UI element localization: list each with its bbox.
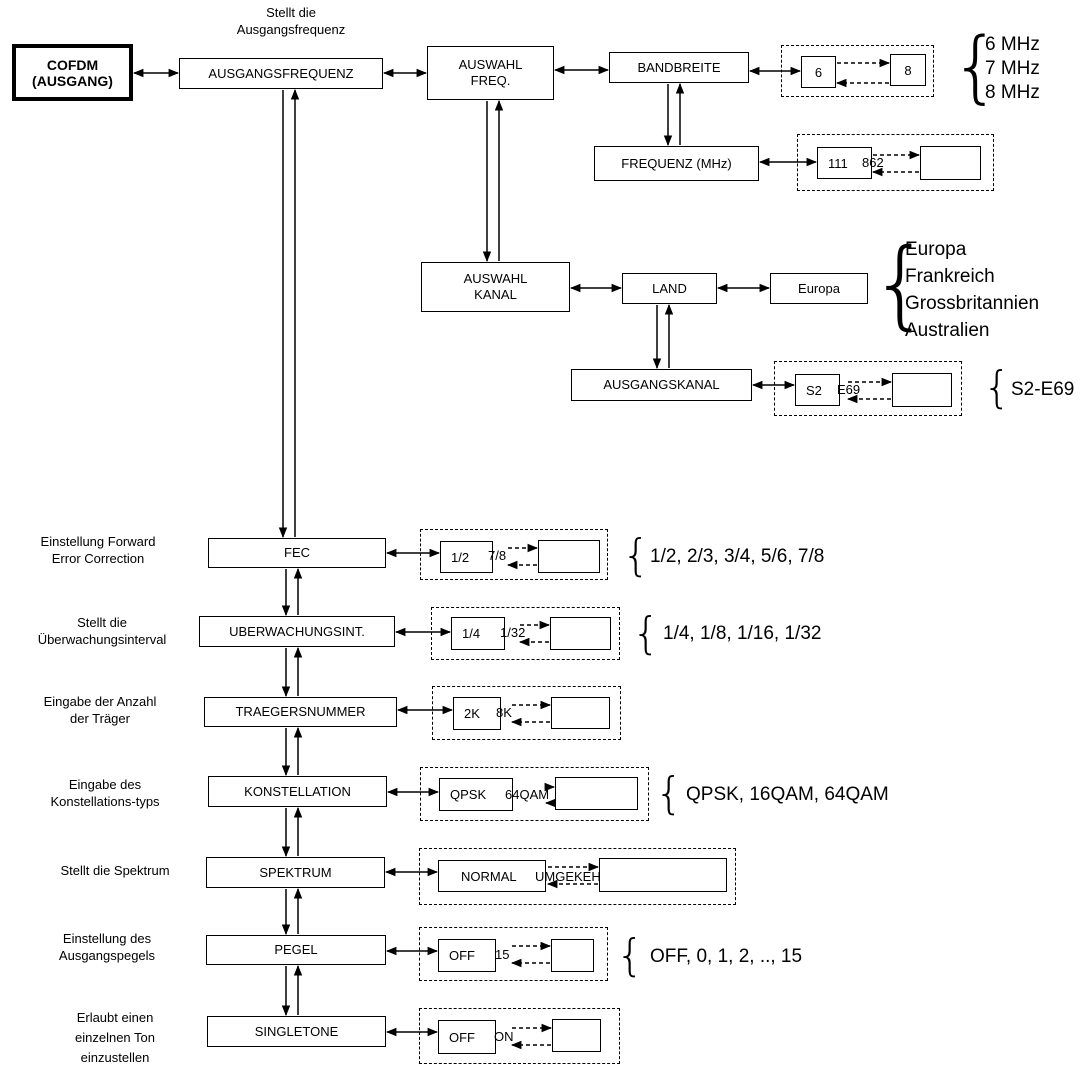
bandbreite-node[interactable]: BANDBREITE (609, 52, 749, 83)
ausgangskanal-selector (774, 361, 962, 416)
spektrum-description: Stellt die Spektrum (60, 863, 170, 878)
root-label-line1: COFDM (46, 56, 99, 73)
konstellation-node[interactable]: KONSTELLATION (208, 776, 387, 807)
europa-box[interactable]: Europa (770, 273, 868, 304)
spektrum-node[interactable]: SPEKTRUM (206, 857, 385, 888)
ausgangskanal-from-box[interactable]: S2 (795, 374, 840, 406)
pegel-description: Einstellung des Ausgangspegels (58, 931, 156, 963)
pegel-selector (419, 927, 608, 981)
konstellation-value-box[interactable] (555, 777, 638, 810)
ueberwachung-description: Stellt die Überwachungsinterval (37, 615, 167, 647)
pegel-options: OFF, 0, 1, 2, .., 15 (650, 946, 803, 967)
bandbreite-from-box[interactable]: 6 (801, 56, 836, 88)
singletone-from-box[interactable]: OFF (438, 1020, 496, 1054)
frequenz-selector (797, 134, 994, 191)
pegel-value-box[interactable] (551, 939, 594, 972)
spektrum-selector (419, 848, 736, 905)
bandbreite-to-box[interactable]: 8 (890, 54, 926, 86)
fec-options-brace: { (622, 530, 650, 581)
root-label-line2: (AUSGANG) (32, 72, 113, 89)
traeger-value-box[interactable] (551, 697, 610, 729)
ueberwachung-node[interactable]: UBERWACHUNGSINT. (199, 616, 395, 647)
konstellation-options-brace: { (655, 768, 683, 819)
fec-options: 1/2, 2/3, 3/4, 5/6, 7/8 (650, 546, 825, 567)
ueberwachung-from-box[interactable]: 1/4 (451, 617, 505, 650)
frequenz-from-box[interactable]: 111 (817, 147, 872, 179)
bandbreite-selector (781, 45, 934, 97)
fec-node[interactable]: FEC (208, 538, 386, 568)
ausgangsfrequenz-node[interactable]: AUSGANGSFREQUENZ (179, 58, 383, 89)
konstellation-options: QPSK, 16QAM, 64QAM (686, 784, 889, 805)
konstellation-selector (420, 767, 649, 821)
singletone-selector (419, 1008, 620, 1064)
ausgangskanal-options: S2-E69 (1011, 379, 1075, 400)
frequenz-to-label: 862 (862, 155, 884, 170)
land-options: Europa Frankreich Grossbritannien Austra… (905, 239, 1040, 341)
ausgangskanal-options-brace: { (983, 362, 1011, 413)
fec-value-box[interactable] (538, 540, 600, 573)
fec-to-label: 7/8 (488, 548, 507, 563)
fec-description: Einstellung Forward Error Correction (40, 534, 156, 566)
ausgangskanal-value-box[interactable] (892, 373, 952, 407)
konstellation-description: Eingabe des Konstellations-typs (50, 777, 160, 809)
singletone-description: Erlaubt einen einzelnen Ton einzustellen (75, 1010, 155, 1065)
traeger-to-label: 8K (496, 705, 512, 720)
konstellation-from-box[interactable]: QPSK (439, 778, 513, 811)
fec-from-box[interactable]: 1/2 (440, 541, 493, 573)
bandbreite-options: 6 MHz 7 MHz 8 MHz (985, 34, 1040, 103)
pegel-to-label: 15 (495, 947, 510, 962)
traeger-selector (432, 686, 621, 740)
singletone-node[interactable]: SINGLETONE (207, 1016, 386, 1047)
frequenz-node[interactable]: FREQUENZ (MHz) (594, 146, 759, 181)
ueberwachung-options: 1/4, 1/8, 1/16, 1/32 (663, 623, 822, 644)
ueberwachung-selector (431, 607, 620, 660)
pegel-from-box[interactable]: OFF (438, 939, 496, 972)
ausgangskanal-to-label: E69 (837, 382, 861, 397)
land-options-brace: { (870, 228, 932, 340)
ueberwachung-options-brace: { (632, 608, 660, 659)
auswahl-freq-node[interactable]: AUSWAHL FREQ. (427, 46, 554, 100)
traeger-node[interactable]: TRAEGERSNUMMER (204, 697, 397, 727)
cofdm-ausgang-root[interactable]: COFDM (AUSGANG) (12, 44, 133, 101)
ausgangskanal-node[interactable]: AUSGANGSKANAL (571, 369, 752, 401)
konstellation-to-label: 64QAM (505, 787, 550, 802)
singletone-value-box[interactable] (552, 1019, 601, 1052)
traeger-description: Eingabe der Anzahl der Träger (43, 694, 157, 726)
pegel-options-brace: { (616, 930, 644, 981)
singletone-to-label: ON (494, 1029, 514, 1044)
spektrum-from-box[interactable]: NORMAL (438, 860, 546, 892)
ueberwachung-to-label: 1/32 (500, 625, 526, 640)
auswahl-kanal-node[interactable]: AUSWAHL KANAL (421, 262, 570, 312)
land-node[interactable]: LAND (622, 273, 717, 304)
spektrum-to-label: UMGEKEHRT (535, 869, 618, 884)
ausgangsfrequenz-description: Stellt die Ausgangsfrequenz (236, 5, 346, 37)
ueberwachung-value-box[interactable] (550, 617, 611, 650)
spektrum-value-box[interactable] (599, 858, 727, 892)
fec-selector (420, 529, 608, 580)
bandbreite-options-brace: { (951, 22, 1001, 112)
frequenz-value-box[interactable] (920, 146, 981, 180)
pegel-node[interactable]: PEGEL (206, 935, 386, 965)
traeger-from-box[interactable]: 2K (453, 697, 501, 730)
